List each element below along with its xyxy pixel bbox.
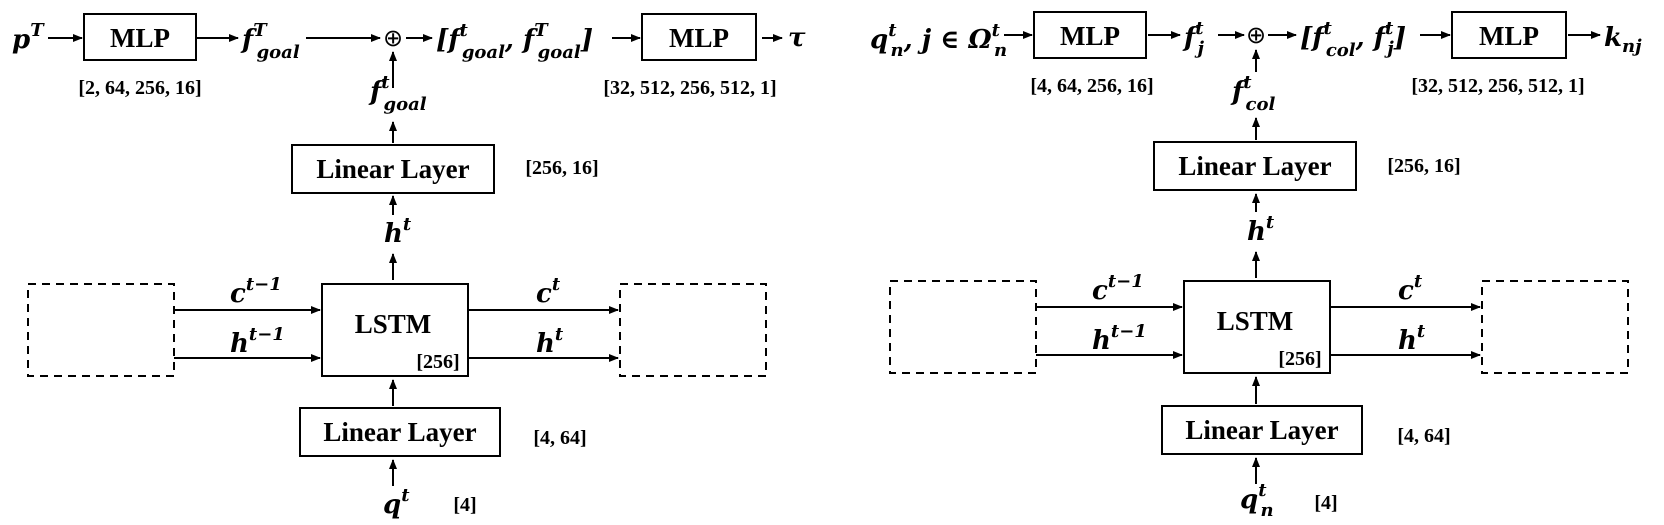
right-mlp1-label: MLP — [1060, 21, 1120, 51]
left-linear-top-dims: [256, 16] — [525, 157, 598, 179]
left-lstm-label: LSTM — [355, 309, 432, 339]
right-h-t: ht — [1247, 212, 1275, 247]
right-linear-top-label: Linear Layer — [1178, 151, 1331, 181]
right-linear-bottom-dims: [4, 64] — [1397, 425, 1450, 447]
right-prev-cell-box — [889, 280, 1037, 374]
left-mlp1-label: MLP — [110, 23, 170, 53]
left-mlp2-dims: [32, 512, 256, 512, 1] — [603, 77, 776, 99]
right-mlp1-box — [1033, 11, 1147, 59]
right-mlp2-dims: [32, 512, 256, 512, 1] — [1411, 75, 1584, 97]
right-mlp1-dims: [4, 64, 256, 16] — [1030, 75, 1153, 97]
left-linear-bottom-label: Linear Layer — [323, 417, 476, 447]
right-lstm-box — [1183, 280, 1331, 374]
right-linear-top-dims: [256, 16] — [1387, 155, 1460, 177]
right-lstm-label: LSTM — [1217, 306, 1294, 336]
left-mlp2-label: MLP — [669, 23, 729, 53]
left-lstm-box — [321, 283, 469, 377]
left-c-prev: ct−1 — [230, 274, 282, 309]
right-lstm-dims: [256] — [1278, 348, 1321, 370]
right-concat-symbol: ⊕ — [1246, 21, 1266, 49]
right-output-k: knj — [1604, 23, 1642, 57]
right-mlp2-label: MLP — [1479, 21, 1539, 51]
left-h-t: ht — [384, 214, 412, 249]
right-next-cell-box — [1481, 280, 1629, 374]
left-linear-bottom-box — [299, 407, 501, 457]
left-mlp1-dims: [2, 64, 256, 16] — [78, 77, 201, 99]
left-input-q-dims: [4] — [453, 494, 476, 516]
left-input-q: qt — [383, 485, 410, 520]
left-concat-symbol: ⊕ — [383, 24, 403, 52]
left-lstm-dims: [256] — [416, 351, 459, 373]
right-input-q-dims: [4] — [1314, 492, 1337, 514]
left-h-next: ht — [536, 324, 564, 359]
right-h-next: ht — [1398, 321, 1426, 356]
right-linear-bottom-label: Linear Layer — [1185, 415, 1338, 445]
left-input-p: pT — [12, 20, 45, 55]
right-linear-bottom-box — [1161, 405, 1363, 455]
left-mlp2-box — [641, 13, 757, 61]
right-h-prev: ht−1 — [1092, 321, 1147, 356]
left-output-tau: τ — [788, 23, 806, 53]
right-c-next: ct — [1398, 271, 1423, 306]
left-prev-cell-box — [27, 283, 175, 377]
left-next-cell-box — [619, 283, 767, 377]
left-linear-bottom-dims: [4, 64] — [533, 427, 586, 449]
left-h-prev: ht−1 — [230, 324, 285, 359]
left-linear-top-box — [291, 144, 495, 194]
right-linear-top-box — [1153, 141, 1357, 191]
left-linear-top-label: Linear Layer — [316, 154, 469, 184]
left-c-next: ct — [536, 274, 561, 309]
right-c-prev: ct−1 — [1092, 271, 1144, 306]
right-mlp2-box — [1451, 11, 1567, 59]
